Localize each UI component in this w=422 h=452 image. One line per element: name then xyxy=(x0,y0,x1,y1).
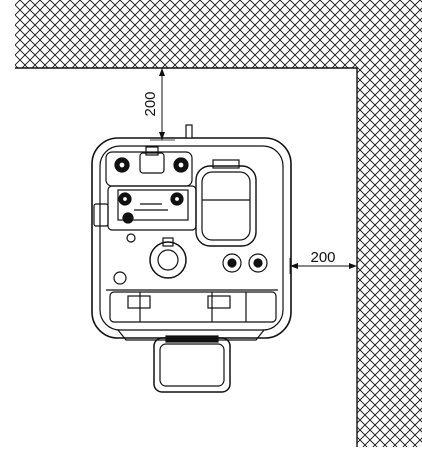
unit-top-view xyxy=(91,124,292,393)
top-dimension: 200 xyxy=(142,68,175,141)
top-dimension-label: 200 xyxy=(142,91,159,116)
right-dimension-label: 200 xyxy=(310,249,335,266)
wall xyxy=(15,0,422,447)
right-dimension: 200 xyxy=(289,249,357,274)
